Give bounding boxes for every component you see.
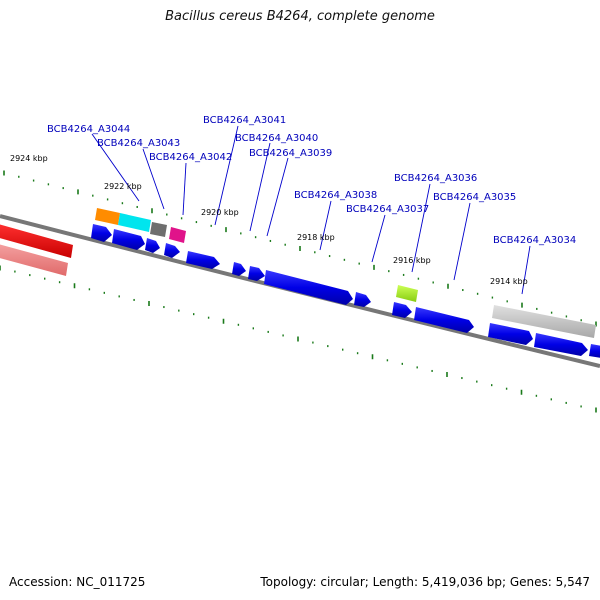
- cds-arrow[interactable]: [414, 307, 474, 333]
- gene-label-a3038[interactable]: BCB4264_A3038: [294, 190, 377, 201]
- cds-arrow[interactable]: [112, 229, 145, 250]
- gene-label-a3041[interactable]: BCB4264_A3041: [203, 115, 286, 126]
- gene-feature-lime[interactable]: [396, 285, 418, 302]
- kbp-label: 2922 kbp: [104, 182, 142, 191]
- cds-arrow[interactable]: [145, 238, 160, 253]
- cds-arrow[interactable]: [264, 270, 353, 305]
- kbp-label: 2924 kbp: [10, 154, 48, 163]
- gene-label-a3044[interactable]: BCB4264_A3044: [47, 124, 130, 135]
- cds-arrow[interactable]: [248, 266, 265, 281]
- gene-label-a3037[interactable]: BCB4264_A3037: [346, 204, 429, 215]
- kbp-label: 2914 kbp: [490, 277, 528, 286]
- gene-feature-lightgray[interactable]: [492, 305, 596, 338]
- gene-label-a3036[interactable]: BCB4264_A3036: [394, 173, 477, 184]
- kbp-label: 2916 kbp: [393, 256, 431, 265]
- cds-arrow[interactable]: [91, 224, 112, 242]
- cds-track: [91, 224, 600, 358]
- genome-summary-text: Topology: circular; Length: 5,419,036 bp…: [260, 575, 590, 589]
- gene-label-a3039[interactable]: BCB4264_A3039: [249, 148, 332, 159]
- label-leader-lines: [91, 125, 531, 295]
- accession-text: Accession: NC_011725: [9, 575, 146, 589]
- cds-arrow[interactable]: [232, 262, 246, 276]
- cds-arrow[interactable]: [488, 323, 533, 345]
- gene-label-a3035[interactable]: BCB4264_A3035: [433, 192, 516, 203]
- kbp-tick-marks-inner: [0, 265, 597, 413]
- gene-feature-magenta[interactable]: [169, 227, 186, 243]
- kbp-labels: 2924 kbp 2922 kbp 2920 kbp 2918 kbp 2916…: [10, 154, 528, 286]
- gene-feature-cyan[interactable]: [118, 213, 151, 232]
- gene-feature-pink[interactable]: [0, 244, 68, 276]
- cds-arrow[interactable]: [392, 302, 412, 318]
- gene-feature-darkgray[interactable]: [150, 222, 167, 237]
- cds-arrow[interactable]: [589, 344, 600, 358]
- cds-arrow[interactable]: [186, 251, 220, 269]
- map-title: Bacillus cereus B4264, complete genome: [165, 9, 435, 24]
- cds-arrow[interactable]: [164, 243, 180, 258]
- kbp-label: 2918 kbp: [297, 233, 335, 242]
- gene-label-a3040[interactable]: BCB4264_A3040: [235, 133, 318, 144]
- gene-feature-red[interactable]: [0, 224, 73, 258]
- cds-arrow[interactable]: [354, 292, 371, 307]
- gene-labels: BCB4264_A3044 BCB4264_A3043 BCB4264_A304…: [47, 115, 576, 246]
- gene-label-a3034[interactable]: BCB4264_A3034: [493, 235, 576, 246]
- gene-label-a3042[interactable]: BCB4264_A3042: [149, 152, 232, 163]
- gene-feature-orange[interactable]: [95, 208, 120, 225]
- kbp-label: 2920 kbp: [201, 208, 239, 217]
- kbp-tick-marks-outer: [3, 170, 597, 327]
- gene-label-a3043[interactable]: BCB4264_A3043: [97, 138, 180, 149]
- cds-arrow[interactable]: [534, 333, 588, 356]
- feature-track: [0, 208, 596, 338]
